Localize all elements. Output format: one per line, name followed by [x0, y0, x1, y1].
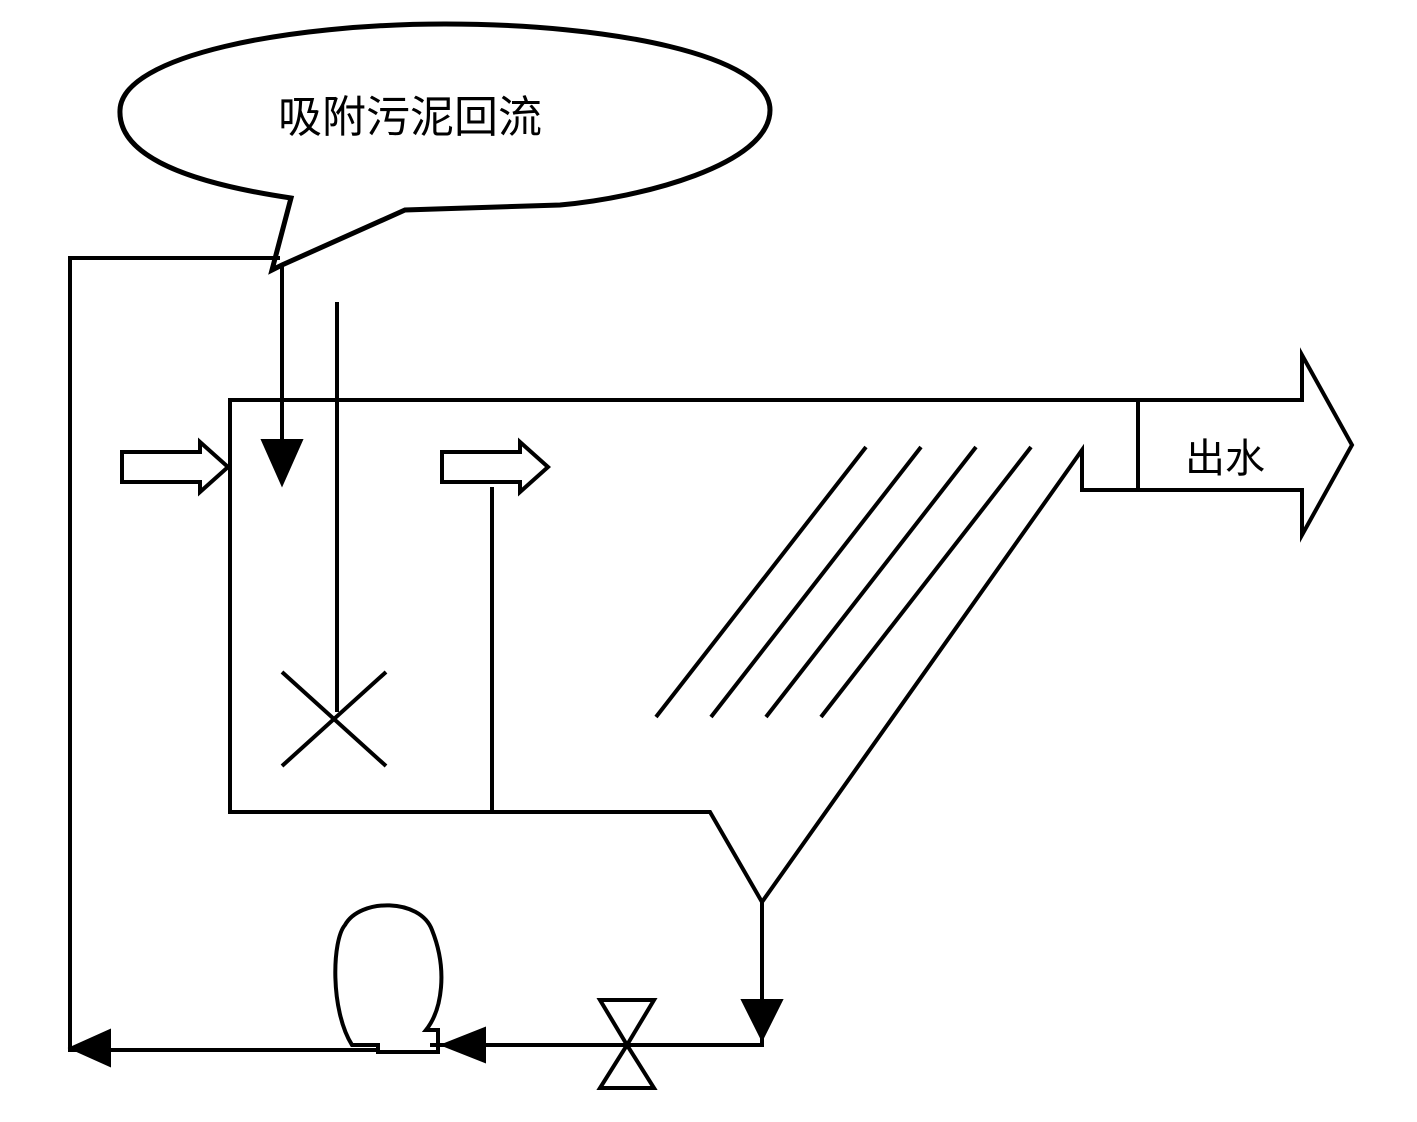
drain-down-arrow-icon	[740, 999, 784, 1043]
pump-icon	[333, 903, 444, 1054]
return-left-arrow-icon	[67, 1028, 111, 1068]
inlet-arrow-icon	[120, 437, 232, 497]
inclined-plates	[654, 445, 1033, 719]
return-pipe-left	[68, 256, 380, 1052]
callout-bubble: 吸附污泥回流	[117, 21, 773, 275]
outflow-label: 出水	[1185, 436, 1265, 482]
return-down-arrow-icon	[260, 439, 304, 488]
valve-icon	[596, 998, 658, 1090]
callout-label: 吸附污泥回流	[278, 92, 542, 143]
pump-inlet-arrow-icon	[439, 1026, 486, 1064]
outflow-arrow-icon	[1136, 347, 1355, 543]
mixer-impeller-icon	[280, 670, 388, 768]
internal-flow-arrow-icon	[440, 437, 552, 497]
sludge-drain-pipe	[430, 902, 764, 1047]
tank-outline	[228, 398, 1138, 906]
